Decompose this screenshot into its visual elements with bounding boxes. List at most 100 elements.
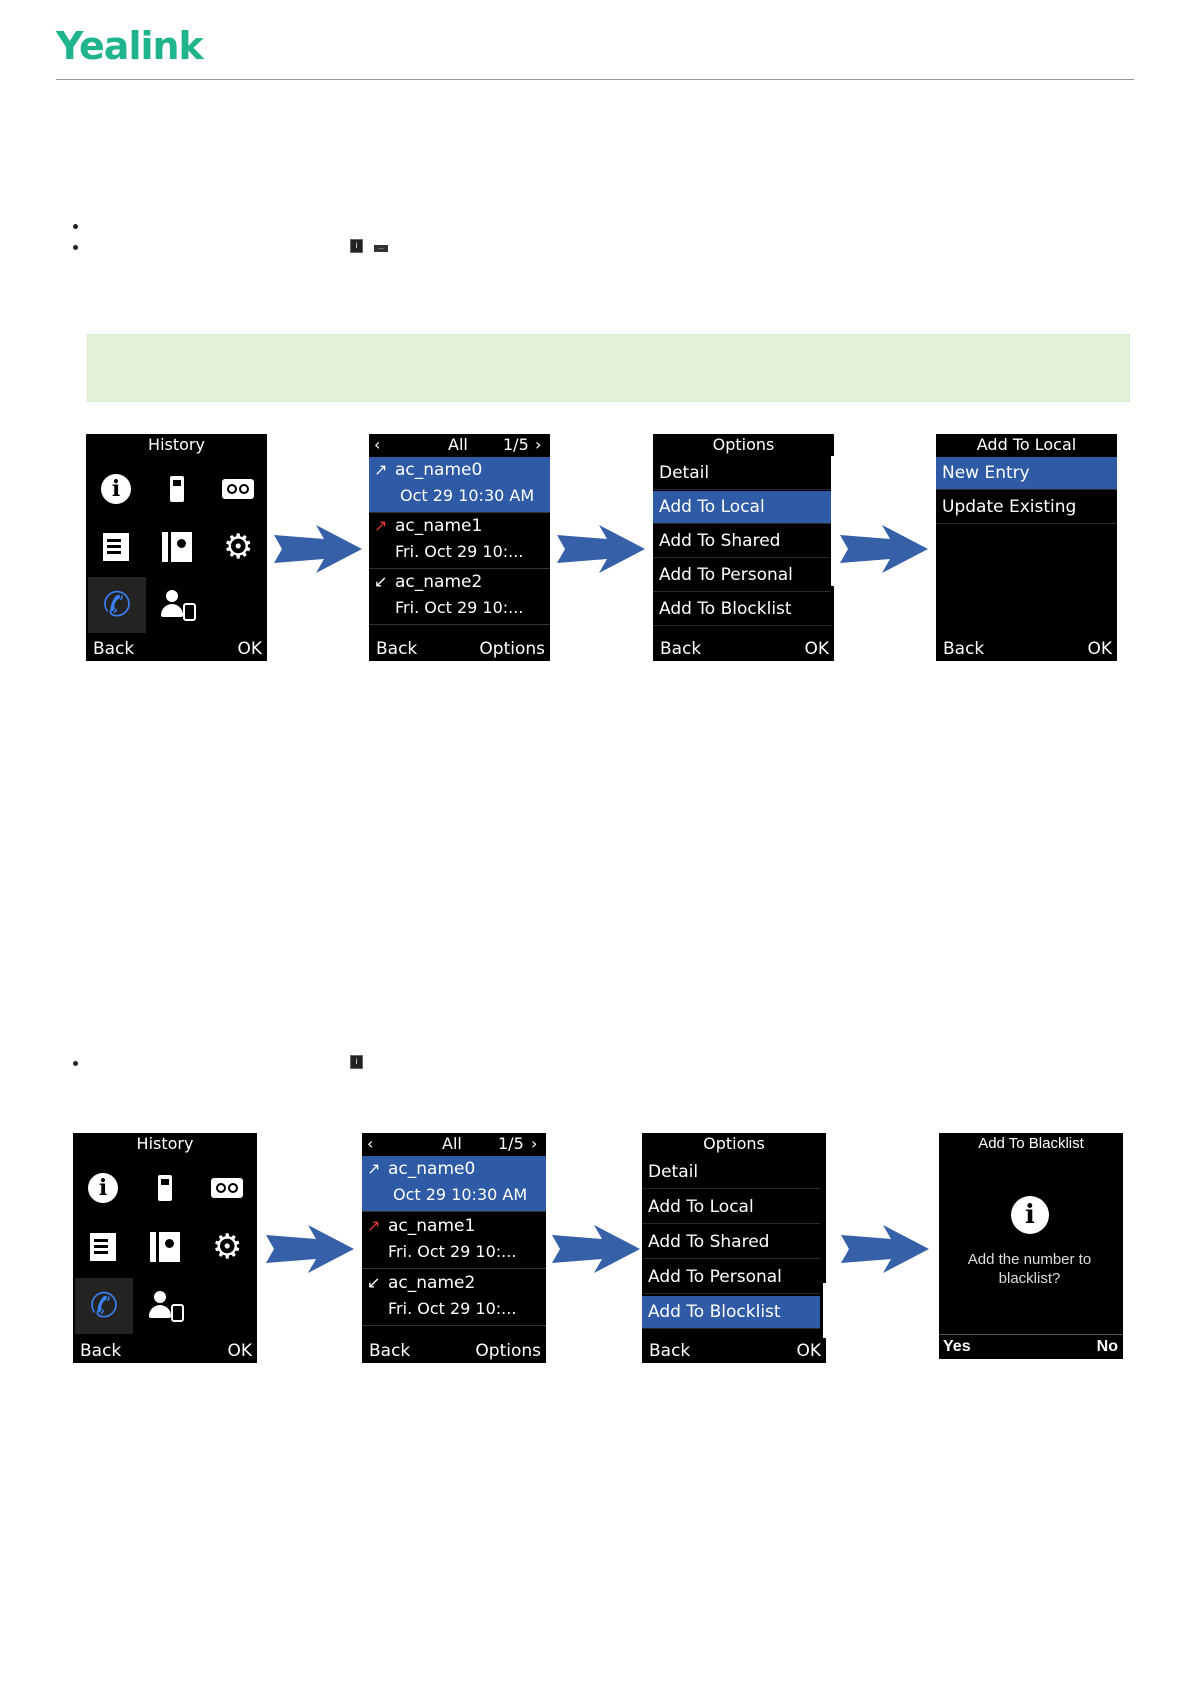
option-add-to-shared[interactable]: Add To Shared (653, 525, 831, 558)
options-softkey[interactable]: Options (475, 1341, 541, 1361)
contact-manager-menu-item[interactable] (155, 582, 199, 626)
option-detail[interactable]: Detail (653, 457, 831, 490)
softkey-bar: Back OK (73, 1339, 257, 1363)
prev-page-icon[interactable]: ‹ (374, 435, 381, 454)
option-add-to-blocklist[interactable]: Add To Blocklist (642, 1296, 820, 1329)
dialog-message: Add the number to blacklist? (967, 1251, 1092, 1287)
prev-page-icon[interactable]: ‹ (367, 1134, 374, 1153)
voicemail-menu-item[interactable] (205, 1166, 249, 1210)
back-softkey[interactable]: Back (943, 639, 985, 659)
update-existing-option[interactable]: Update Existing (936, 491, 1117, 524)
options-screen: Options Detail Add To Local Add To Share… (642, 1133, 826, 1363)
back-softkey[interactable]: Back (660, 639, 702, 659)
status-menu-item[interactable]: i (81, 1166, 125, 1210)
option-detail[interactable]: Detail (642, 1156, 820, 1189)
scrollbar[interactable] (823, 1283, 826, 1338)
gear-icon: ⚙ (212, 1227, 243, 1267)
more-icon: ... (374, 244, 388, 252)
screen-title: History (148, 435, 205, 454)
screen-title: Options (712, 435, 775, 454)
page-indicator: 1/5 (503, 435, 529, 454)
back-softkey[interactable]: Back (93, 639, 135, 659)
voicemail-icon (222, 479, 254, 499)
info-icon: i (350, 239, 363, 253)
voicemail-menu-item[interactable] (216, 467, 260, 511)
intercom-menu-item[interactable] (155, 467, 199, 511)
directory-menu-item[interactable] (155, 525, 199, 569)
contact-manager-menu-item[interactable] (143, 1283, 187, 1327)
voicemail-icon (211, 1178, 243, 1198)
handset-icon (170, 476, 184, 502)
option-add-to-blocklist[interactable]: Add To Blocklist (653, 593, 831, 626)
options-softkey[interactable]: Options (479, 639, 545, 659)
list-filter[interactable]: All (442, 1134, 462, 1153)
status-menu-item[interactable]: i (94, 467, 138, 511)
ok-softkey[interactable]: OK (804, 639, 829, 659)
flow-arrow (552, 1225, 640, 1273)
entry-name: ac_name0 (388, 1159, 476, 1179)
outgoing-call-icon: ↗ (374, 460, 388, 479)
history-entry[interactable]: ↗ ac_name0 Oct 29 10:30 AM (369, 457, 550, 513)
yes-softkey[interactable]: Yes (943, 1338, 971, 1355)
option-add-to-local[interactable]: Add To Local (642, 1191, 820, 1224)
softkey-bar: Back Options (369, 637, 550, 661)
directory-menu-item[interactable] (143, 1225, 187, 1269)
missed-call-icon: ↗ (367, 1216, 381, 1235)
directory-icon (150, 1232, 180, 1262)
back-softkey[interactable]: Back (369, 1341, 411, 1361)
history-entry[interactable]: ↙ ac_name2 Fri. Oct 29 10:... (362, 1270, 546, 1326)
entry-name: ac_name0 (395, 460, 483, 480)
gear-icon: ⚙ (223, 527, 254, 567)
settings-menu-item[interactable]: ⚙ (216, 525, 260, 569)
next-page-icon[interactable]: › (535, 435, 542, 454)
ok-softkey[interactable]: OK (1087, 639, 1112, 659)
back-softkey[interactable]: Back (376, 639, 418, 659)
history-menu-item[interactable]: ✆ (88, 577, 146, 633)
entry-time: Fri. Oct 29 10:... (388, 1299, 517, 1318)
info-icon: i (101, 474, 131, 504)
next-page-icon[interactable]: › (531, 1134, 538, 1153)
history-menu-item[interactable]: ✆ (75, 1278, 133, 1334)
message-menu-item[interactable] (94, 525, 138, 569)
missed-call-icon: ↗ (374, 516, 388, 535)
option-add-to-shared[interactable]: Add To Shared (642, 1226, 820, 1259)
option-add-to-personal[interactable]: Add To Personal (653, 559, 831, 592)
back-softkey[interactable]: Back (649, 1341, 691, 1361)
no-softkey[interactable]: No (1096, 1338, 1118, 1355)
entry-time: Fri. Oct 29 10:... (388, 1242, 517, 1261)
option-add-to-local[interactable]: Add To Local (653, 491, 831, 524)
add-to-local-screen: Add To Local New Entry Update Existing B… (936, 434, 1117, 661)
entry-name: ac_name1 (388, 1216, 476, 1236)
entry-time: Oct 29 10:30 AM (393, 1185, 528, 1204)
options-screen: Options Detail Add To Local Add To Share… (653, 434, 834, 661)
entry-name: ac_name2 (395, 572, 483, 592)
history-entry[interactable]: ↙ ac_name2 Fri. Oct 29 10:... (369, 569, 550, 625)
softkey-bar: Back Options (362, 1339, 546, 1363)
list-filter[interactable]: All (448, 435, 468, 454)
note-box (87, 334, 1130, 402)
history-entry[interactable]: ↗ ac_name1 Fri. Oct 29 10:... (369, 513, 550, 569)
settings-menu-item[interactable]: ⚙ (205, 1225, 249, 1269)
ok-softkey[interactable]: OK (796, 1341, 821, 1361)
intercom-menu-item[interactable] (143, 1166, 187, 1210)
back-softkey[interactable]: Back (80, 1341, 122, 1361)
flow-arrow (266, 1225, 354, 1273)
history-entry[interactable]: ↗ ac_name0 Oct 29 10:30 AM (362, 1156, 546, 1212)
message-menu-item[interactable] (81, 1225, 125, 1269)
ok-softkey[interactable]: OK (227, 1341, 252, 1361)
handset-icon (158, 1175, 172, 1201)
info-icon: i (88, 1173, 118, 1203)
softkey-bar: Back OK (642, 1339, 826, 1363)
ok-softkey[interactable]: OK (237, 639, 262, 659)
call-history-icon: ✆ (102, 585, 132, 625)
add-to-blacklist-dialog: Add To Blacklist i Add the number to bla… (939, 1133, 1123, 1359)
option-add-to-personal[interactable]: Add To Personal (642, 1261, 820, 1294)
list-bullet (73, 1061, 78, 1066)
scrollbar[interactable] (831, 456, 834, 586)
screen-title: Add To Local (976, 435, 1077, 454)
list-bullet (73, 224, 78, 229)
call-list-screen: ‹ All 1/5 › ↗ ac_name0 Oct 29 10:30 AM ↗… (369, 434, 550, 661)
new-entry-option[interactable]: New Entry (936, 457, 1117, 490)
flow-arrow (841, 1225, 929, 1273)
history-entry[interactable]: ↗ ac_name1 Fri. Oct 29 10:... (362, 1213, 546, 1269)
